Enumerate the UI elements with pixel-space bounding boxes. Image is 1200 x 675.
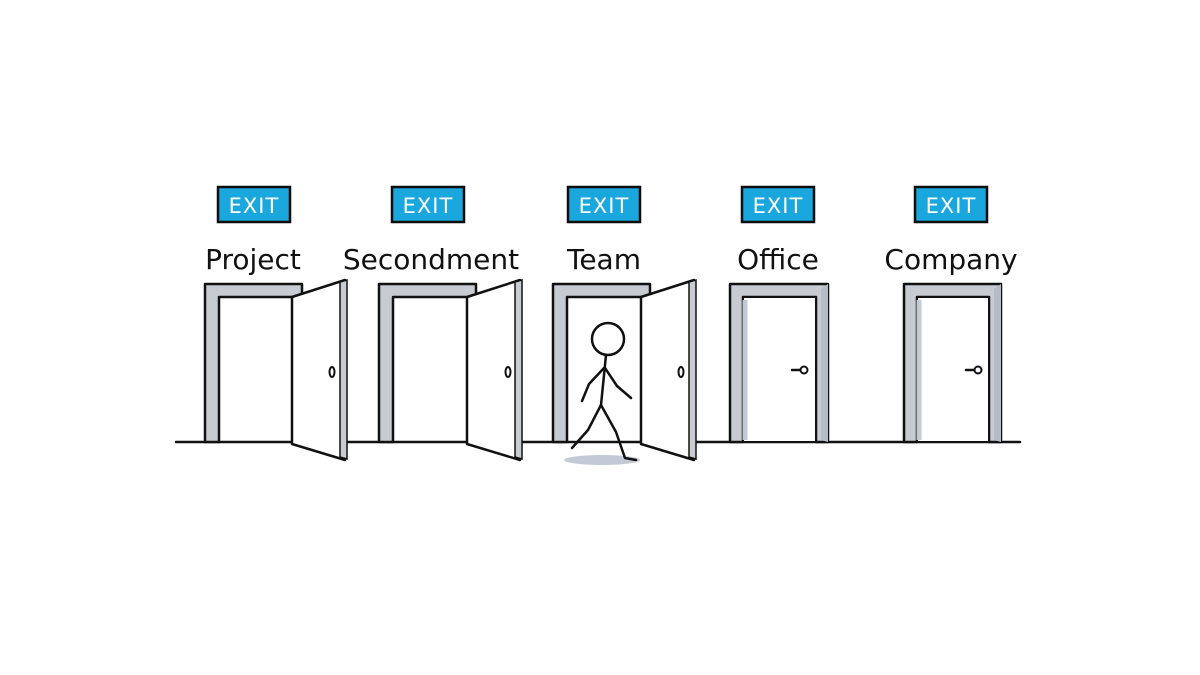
- door-label: Secondment: [343, 243, 519, 276]
- door-knob-icon: [677, 366, 685, 378]
- exit-sign: EXIT: [566, 185, 642, 224]
- open-door: [465, 278, 523, 462]
- exit-sign-text: EXIT: [926, 194, 977, 218]
- door-project: EXIT Project: [203, 185, 348, 462]
- person-shadow: [564, 455, 640, 465]
- door-label: Project: [205, 243, 301, 276]
- person-head: [590, 321, 626, 357]
- exit-sign-text: EXIT: [229, 194, 280, 218]
- person-arm-left: [580, 366, 606, 403]
- person-leg-left: [570, 403, 603, 450]
- door-handle-icon: [964, 365, 983, 375]
- person-body: [599, 353, 608, 407]
- exit-sign: EXIT: [216, 185, 292, 224]
- door-knob-icon: [328, 366, 336, 378]
- door-label: Team: [566, 243, 641, 276]
- closed-door: [742, 296, 817, 443]
- door-office: EXIT Office: [728, 185, 830, 444]
- door-label: Office: [737, 243, 819, 276]
- exit-sign-text: EXIT: [403, 194, 454, 218]
- door-company: EXIT Company: [884, 185, 1018, 444]
- door-secondment: EXIT Secondment: [343, 185, 523, 462]
- exit-sign: EXIT: [913, 185, 989, 224]
- exit-sign: EXIT: [740, 185, 816, 224]
- exit-sign-text: EXIT: [753, 194, 804, 218]
- door-knob-icon: [504, 366, 512, 378]
- stick-figure-person-icon: [564, 321, 640, 465]
- closed-door: [916, 296, 990, 443]
- exit-sign: EXIT: [390, 185, 466, 224]
- door-handle-icon: [790, 365, 809, 375]
- person-leg-right: [599, 403, 638, 462]
- open-door: [639, 278, 697, 462]
- person-arm-right: [603, 366, 633, 400]
- exit-sign-text: EXIT: [579, 194, 630, 218]
- open-door: [290, 278, 348, 462]
- door-team: EXIT Team: [551, 185, 697, 465]
- door-label: Company: [884, 243, 1017, 276]
